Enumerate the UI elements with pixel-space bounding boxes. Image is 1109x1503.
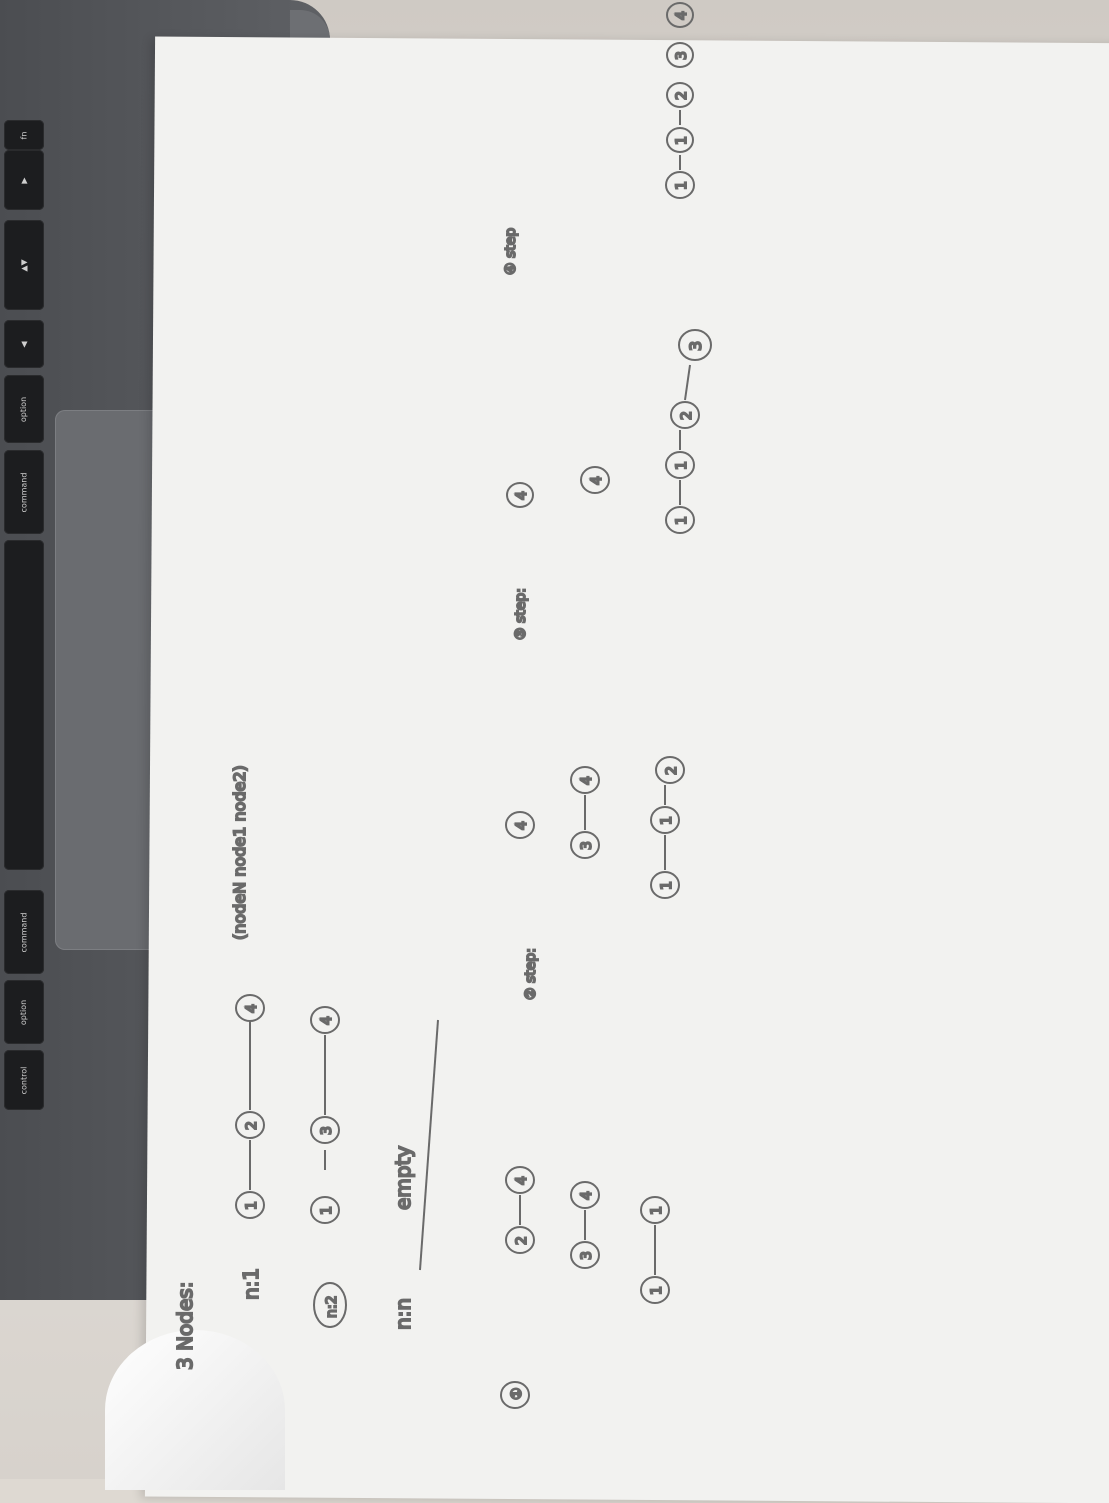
- step1-circle: [500, 1381, 530, 1409]
- node-4: 4: [589, 476, 605, 485]
- node-3: 3: [319, 1126, 335, 1135]
- key-fn: fn: [4, 120, 44, 150]
- paper-curl: [105, 1330, 285, 1490]
- node-1: 1: [649, 1286, 665, 1295]
- node-2: 2: [674, 91, 690, 100]
- node-4: 4: [674, 11, 690, 20]
- key-arrow-updown: ▲▼: [4, 220, 44, 310]
- chain-step4: 1 1 2 3 4: [665, 2, 695, 199]
- row2-label: n:2: [324, 1296, 340, 1319]
- node-circle: [235, 994, 265, 1022]
- node-4: 4: [319, 1016, 335, 1025]
- node-1: 1: [674, 516, 690, 525]
- chain-step1b: 3 4: [570, 1181, 600, 1269]
- node-1: 1: [659, 881, 675, 890]
- node-circle: [235, 1191, 265, 1219]
- node-4: 4: [514, 491, 530, 500]
- key-command-left: command: [4, 890, 44, 974]
- chain-step3b: 4: [580, 466, 610, 494]
- heading-text: 3 Nodes:: [172, 1281, 198, 1371]
- key-arrow-left: ◀: [4, 320, 44, 368]
- header-note: (nodeN node1 node2): [230, 765, 249, 940]
- empty-label: empty: [391, 1146, 415, 1210]
- node-4: 4: [514, 1176, 530, 1185]
- node-4: 4: [579, 776, 595, 785]
- node-2: 2: [679, 411, 695, 420]
- node-2: 2: [244, 1121, 260, 1130]
- node-1: 1: [674, 181, 690, 190]
- chain-step1a: 2 4: [505, 1166, 535, 1254]
- node-4: 4: [579, 1191, 595, 1200]
- node-3: 3: [579, 1251, 595, 1260]
- key-option-left: option: [4, 980, 44, 1044]
- node-3: 3: [674, 51, 690, 60]
- chain-step2a: 4: [505, 811, 535, 839]
- chain-step3c: 1 1 2 3: [665, 329, 712, 534]
- row2-circle: [313, 1282, 347, 1328]
- key-control: control: [4, 1050, 44, 1110]
- chain-step3a: 4: [506, 482, 534, 508]
- step3-label: ③ step:: [513, 588, 529, 640]
- key-command-right: command: [4, 450, 44, 534]
- chain-step2b: 3 4: [570, 766, 600, 859]
- node-1: 1: [659, 816, 675, 825]
- node-2: 2: [514, 1236, 530, 1245]
- step4-label: ④ step: [503, 228, 519, 275]
- key-arrow-right: ▶: [4, 150, 44, 210]
- chain-row2: 1 3 4: [310, 1006, 340, 1224]
- underline: [419, 1019, 439, 1271]
- step1-label: ①: [509, 1387, 525, 1400]
- chain-step1c: 1 1: [640, 1196, 670, 1304]
- node-1: 1: [244, 1201, 260, 1210]
- chain-row1: 1 2 4: [235, 994, 265, 1219]
- node-1: 1: [649, 1206, 665, 1215]
- node-3: 3: [686, 341, 705, 351]
- key-space: [4, 540, 44, 870]
- trackpad: [55, 410, 165, 950]
- node-1: 1: [319, 1206, 335, 1215]
- step2-label: ② step:: [523, 948, 539, 1000]
- node-circle: [235, 1111, 265, 1139]
- node-4: 4: [244, 1004, 260, 1013]
- node-1: 1: [674, 136, 690, 145]
- row1-label: n:1: [239, 1268, 263, 1300]
- node-2: 2: [664, 766, 680, 775]
- heading-label: 3 Nodes:: [173, 1282, 197, 1370]
- key-option-right: option: [4, 375, 44, 443]
- node-1: 1: [674, 461, 690, 470]
- chain-step2c: 1 1 2: [650, 756, 685, 899]
- keyboard: fn control option command command option…: [0, 120, 60, 1220]
- row3-label: n:n: [391, 1298, 415, 1330]
- node-3: 3: [579, 841, 595, 850]
- node-4: 4: [514, 821, 530, 830]
